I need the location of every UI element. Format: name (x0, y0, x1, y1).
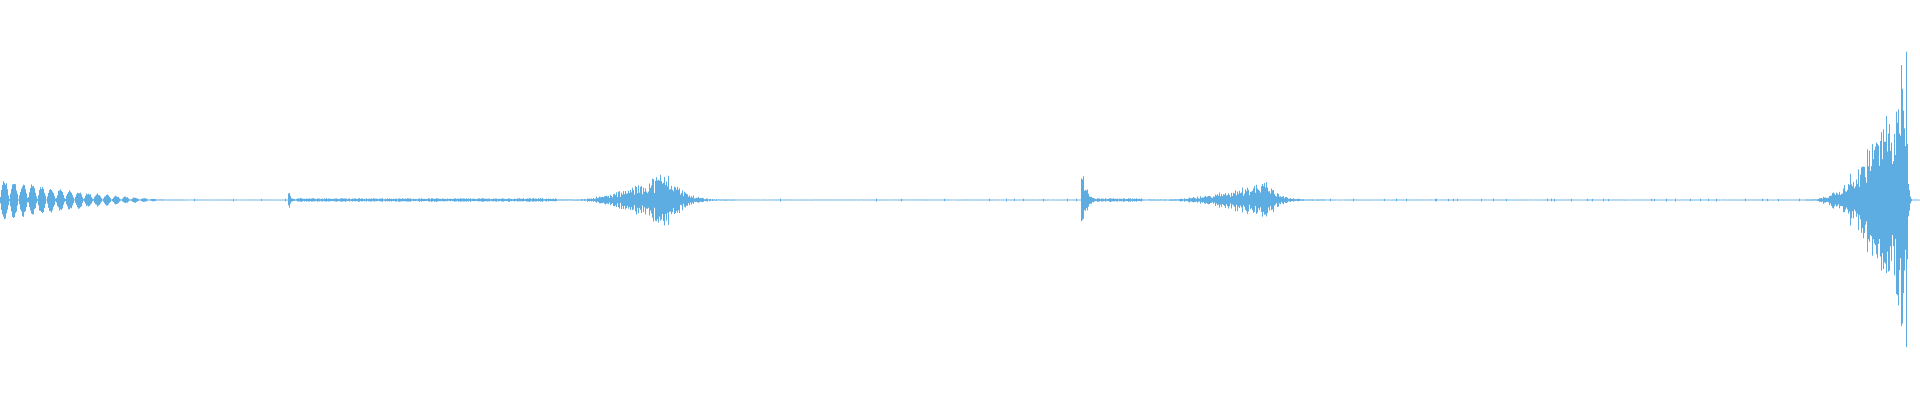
waveform-path (0, 51, 1920, 348)
waveform-trace (0, 51, 1920, 348)
